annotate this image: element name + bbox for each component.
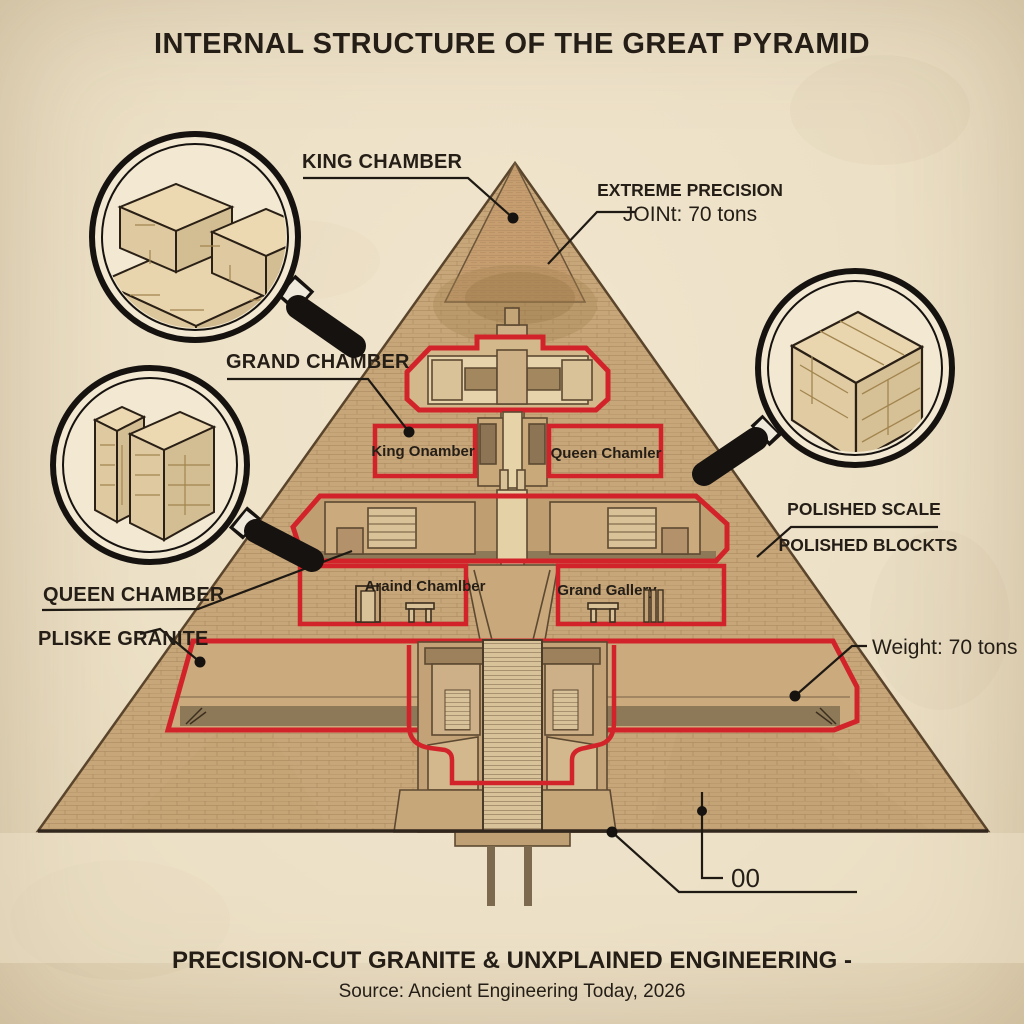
grand-chamber-box xyxy=(297,563,469,627)
pillars-icon xyxy=(643,589,664,623)
gallery-row: Araind Chamlber Grand Gallery xyxy=(297,563,727,641)
pliske-granite-leader xyxy=(139,627,201,663)
extreme-precision-label-1: EXTREME PRECISION xyxy=(597,180,783,200)
magnifier-blocks-icon xyxy=(89,131,366,358)
grand-chamber-leader xyxy=(227,377,410,433)
footer-headline: PRECISION-CUT GRANITE & UNXPLAINED ENGIN… xyxy=(172,947,852,974)
polished-blockts-label: POLISHED BLOCKTS xyxy=(779,535,958,555)
king-chamber-leader xyxy=(303,176,514,219)
zero-label: 00 xyxy=(731,863,760,893)
magnifier-handle xyxy=(286,295,366,358)
zero-leader xyxy=(700,792,723,880)
page-title: INTERNAL STRUCTURE OF THE GREAT PYRAMID xyxy=(154,28,870,60)
king-chamber-box xyxy=(372,423,478,479)
shaft-leg xyxy=(524,846,532,906)
weight-leader xyxy=(794,644,867,697)
grand-gallery-box xyxy=(555,563,727,627)
magnifier-slabs-icon xyxy=(50,365,324,572)
king-queen-row: King Onamber Queen Chamler xyxy=(371,411,664,497)
grand-gallery-box-label: Grand Gallery xyxy=(557,582,657,599)
queen-chamber-box xyxy=(546,423,664,479)
weight-label: Weight: 70 tons xyxy=(872,636,1018,659)
magnifier-handle xyxy=(244,519,324,572)
footer-source: Source: Ancient Engineering Today, 2026 xyxy=(339,981,686,1002)
extreme-precision-label-2: JOINt: 70 tons xyxy=(623,203,757,226)
rough-masonry-patch xyxy=(433,265,597,345)
polished-scale-label: POLISHED SCALE xyxy=(787,499,941,519)
king-chamber-label: KING CHAMBER xyxy=(302,151,463,173)
magnifier-block-icon xyxy=(692,268,955,486)
king-chamber-box-label: King Onamber xyxy=(371,443,475,460)
lower-red-outline xyxy=(406,645,617,786)
magnifier-handle xyxy=(692,427,768,486)
queen-chamber-label: QUEEN CHAMBER xyxy=(43,584,225,606)
pyramid-apex xyxy=(443,161,587,303)
leader-lines xyxy=(41,176,938,894)
grand-chamber-label: GRAND CHAMBER xyxy=(226,351,410,373)
staircase xyxy=(482,639,543,844)
base-leader xyxy=(611,831,857,894)
table-icon xyxy=(587,602,619,623)
grand-chamber-box-label: Araind Chamlber xyxy=(365,578,486,595)
top-chamber xyxy=(404,334,611,413)
middle-band xyxy=(290,489,730,564)
extreme-precision-leader xyxy=(547,210,636,265)
queen-chamber-box-label: Queen Chamler xyxy=(551,445,662,462)
queen-chamber-leader xyxy=(41,549,353,612)
polished-leader xyxy=(756,525,938,558)
lower-structure xyxy=(393,639,617,906)
callout-labels: KING CHAMBER EXTREME PRECISION JOINt: 70… xyxy=(38,151,1018,893)
doorway-icon xyxy=(355,585,381,623)
ground xyxy=(0,833,1024,963)
table-icon xyxy=(405,602,435,623)
shaft-leg xyxy=(487,846,495,906)
paper-stains xyxy=(10,55,1010,980)
pliske-granite-label: PLISKE GRANITE xyxy=(38,628,209,650)
